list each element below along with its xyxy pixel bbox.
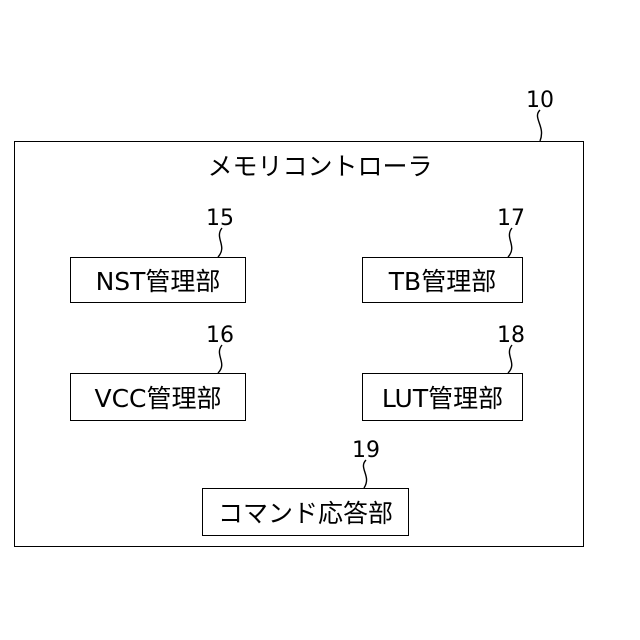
- lut-management-block: LUT管理部: [362, 373, 523, 421]
- memory-controller-label: メモリコントローラ: [0, 150, 640, 184]
- ref-number-15: 15: [206, 206, 234, 232]
- nst-management-block: NST管理部: [70, 257, 246, 303]
- vcc-management-label: VCC管理部: [94, 379, 221, 415]
- ref-number-17: 17: [497, 206, 525, 232]
- vcc-management-block: VCC管理部: [70, 373, 246, 421]
- ref-number-18: 18: [497, 323, 525, 349]
- tb-management-block: TB管理部: [362, 257, 523, 303]
- ref-number-19: 19: [352, 438, 380, 464]
- leader-line-10: [537, 110, 541, 141]
- nst-management-label: NST管理部: [96, 262, 221, 298]
- ref-number-16: 16: [206, 323, 234, 349]
- ref-number-10: 10: [526, 88, 554, 114]
- command-response-label: コマンド応答部: [218, 494, 393, 530]
- lut-management-label: LUT管理部: [382, 379, 503, 415]
- tb-management-label: TB管理部: [389, 262, 496, 298]
- command-response-block: コマンド応答部: [202, 488, 409, 536]
